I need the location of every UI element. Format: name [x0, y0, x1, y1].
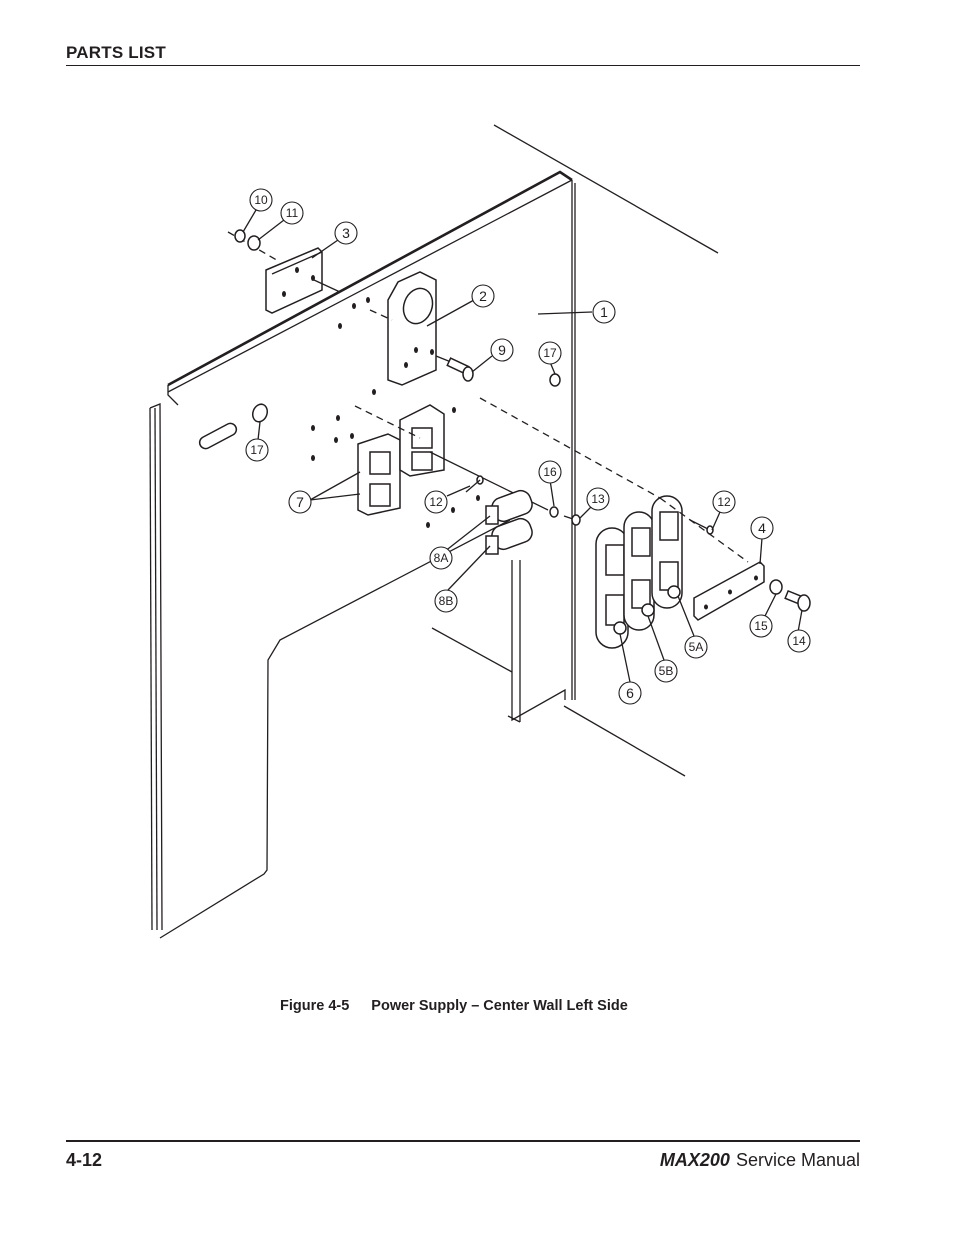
svg-text:8A: 8A: [434, 551, 449, 565]
part-12-screw-right: [689, 519, 714, 535]
part-16-nut: [549, 506, 559, 518]
assembly-guide-line: [479, 397, 661, 499]
header-divider: [66, 65, 860, 66]
figure-caption: Figure 4-5 Power Supply – Center Wall Lef…: [280, 998, 628, 1014]
callout-16: 16: [538, 460, 562, 484]
part-14-bolt: [784, 589, 811, 612]
callout-6: 6: [618, 681, 642, 705]
svg-text:17: 17: [250, 443, 264, 457]
part-15-washer: [769, 579, 783, 595]
part-17-nut-right: [549, 373, 561, 387]
callout-9: 9: [490, 338, 514, 362]
figure-number: Figure 4-5: [280, 998, 350, 1014]
part-2-bracket: [369, 271, 474, 386]
page-number: 4-12: [66, 1150, 103, 1170]
svg-text:14: 14: [792, 634, 806, 648]
svg-text:4: 4: [758, 520, 766, 536]
figure-title: Power Supply – Center Wall Left Side: [371, 998, 628, 1014]
svg-text:10: 10: [254, 193, 268, 207]
svg-text:2: 2: [479, 288, 487, 304]
center-wall-panel: [149, 170, 576, 939]
callout-14: 14: [787, 629, 811, 653]
part-8-fuse-holders: [485, 489, 533, 555]
svg-text:12: 12: [717, 495, 731, 509]
panel-holes: [198, 297, 480, 528]
part-7-terminal-blocks: [354, 404, 549, 516]
svg-text:12: 12: [429, 495, 443, 509]
callout-1: 1: [592, 300, 616, 324]
callout-5A: 5A: [684, 635, 708, 659]
svg-text:15: 15: [754, 619, 768, 633]
callout-10: 10: [249, 188, 273, 212]
callout-7: 7: [288, 490, 312, 514]
svg-text:5B: 5B: [659, 664, 674, 678]
part-3-plate: [227, 229, 341, 314]
product-name: MAX200: [659, 1150, 730, 1170]
svg-text:3: 3: [342, 225, 350, 241]
callout-3: 3: [334, 221, 358, 245]
svg-text:13: 13: [591, 492, 605, 506]
manual-label: Service Manual: [735, 1150, 860, 1170]
callout-8A: 8A: [429, 546, 453, 570]
part-5-6-rectifier-assembly: [595, 495, 683, 649]
svg-text:7: 7: [296, 494, 304, 510]
callout-2: 2: [471, 284, 495, 308]
cabinet-outline: [431, 124, 719, 777]
callout-13: 13: [586, 487, 610, 511]
callout-17-left: 17: [245, 438, 269, 462]
callout-11: 11: [280, 201, 304, 225]
callout-12-right: 12: [712, 490, 736, 514]
svg-text:8B: 8B: [439, 594, 454, 608]
svg-text:1: 1: [600, 304, 608, 320]
callout-5B: 5B: [654, 659, 678, 683]
callout-12-left: 12: [424, 490, 448, 514]
callout-17-right: 17: [538, 341, 562, 365]
callout-leaders: [242, 209, 803, 683]
svg-text:6: 6: [626, 685, 634, 701]
callout-8B: 8B: [434, 589, 458, 613]
callout-4: 4: [750, 516, 774, 540]
svg-text:16: 16: [543, 465, 557, 479]
svg-text:9: 9: [498, 342, 506, 358]
part-17-grommet-left: [251, 403, 269, 423]
section-title: PARTS LIST: [66, 43, 166, 62]
svg-text:17: 17: [543, 346, 557, 360]
footer-divider: [66, 1140, 860, 1142]
part-13-screw: [563, 514, 581, 526]
callout-15: 15: [749, 614, 773, 638]
svg-text:5A: 5A: [689, 640, 704, 654]
svg-text:11: 11: [286, 206, 299, 220]
